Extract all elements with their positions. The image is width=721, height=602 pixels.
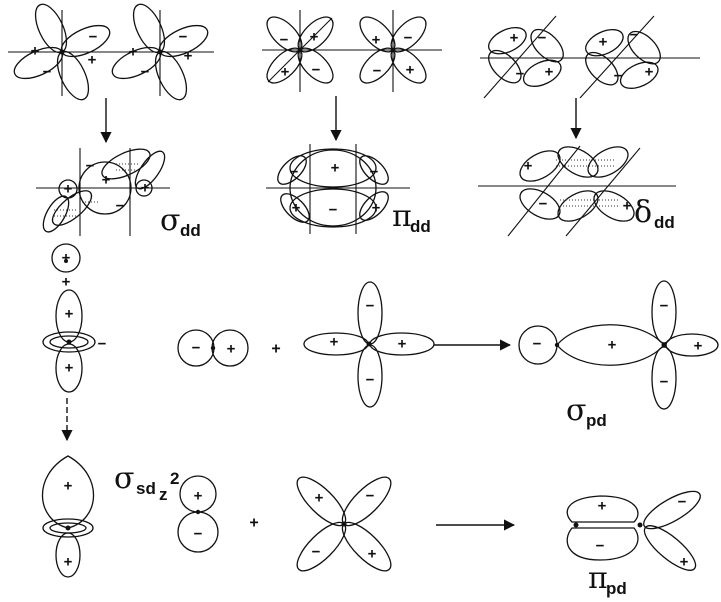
sign-plus: +: [372, 200, 381, 217]
label-sigma-sdz2-sub: sd: [136, 479, 156, 498]
sign-minus: −: [404, 30, 413, 47]
sign-minus: −: [660, 298, 669, 315]
sigma-dd-components: + − + − + − + −: [8, 3, 214, 101]
label-sigma-pd: σ: [566, 393, 586, 428]
plus-operator: +: [271, 341, 280, 358]
label-pi-pd: π: [588, 561, 608, 596]
sign-minus: −: [89, 29, 98, 46]
sign-plus: +: [102, 172, 111, 189]
sign-plus: +: [184, 48, 193, 65]
sign-minus: −: [290, 164, 299, 181]
sign-plus: +: [315, 490, 324, 507]
sign-minus: −: [141, 64, 150, 81]
sign-plus: +: [524, 158, 533, 175]
label-delta-dd-sub: dd: [654, 213, 675, 232]
p-orbital-horizontal: − +: [177, 329, 249, 367]
label-sigma-dd-sub: dd: [180, 221, 201, 240]
sign-minus: −: [179, 29, 188, 46]
sign-plus: +: [510, 30, 519, 47]
sign-minus: −: [538, 30, 547, 47]
sigma-dd-bond: + + + − − σ dd: [36, 148, 201, 240]
sign-minus: −: [312, 62, 321, 79]
sign-plus: +: [398, 336, 407, 353]
sign-minus: −: [516, 66, 525, 83]
label-sigma-sdz2-sup: 2: [170, 469, 179, 488]
sign-plus: +: [599, 34, 608, 51]
sign-plus: +: [31, 43, 40, 60]
label-sigma-dd: σ: [160, 203, 180, 238]
label-delta-dd: δ: [634, 195, 652, 230]
label-pi-dd-sub: dd: [410, 217, 431, 236]
sign-minus: −: [194, 526, 203, 543]
s-orbital-small: + +: [51, 243, 81, 291]
sign-plus: +: [292, 200, 301, 217]
sign-minus: −: [533, 336, 542, 353]
sign-minus: −: [630, 27, 639, 44]
sign-plus: +: [64, 478, 73, 495]
sign-plus: +: [331, 160, 340, 177]
sign-minus: −: [614, 68, 623, 85]
delta-dd-bond: + − + δ dd: [478, 145, 676, 237]
sign-plus: +: [623, 198, 632, 215]
label-pi-dd: π: [392, 199, 412, 234]
sign-minus: −: [366, 372, 375, 389]
sign-minus: −: [366, 488, 375, 505]
label-sigma-sdz2: σ: [114, 461, 134, 496]
sign-plus: +: [64, 554, 73, 571]
sign-minus: −: [98, 336, 107, 353]
sign-plus: +: [65, 360, 74, 377]
sign-minus: −: [312, 544, 321, 561]
sign-plus: +: [194, 488, 203, 505]
sign-minus: −: [366, 298, 375, 315]
p-orbital-vertical: + −: [177, 475, 219, 553]
sign-plus: +: [645, 64, 654, 81]
sign-plus: +: [406, 62, 415, 79]
d-orbital-cross: − − + +: [303, 281, 435, 408]
d-orbital-diagonal: + − − +: [296, 476, 392, 572]
sign-plus: +: [62, 274, 71, 291]
sign-minus: −: [280, 32, 289, 49]
sign-plus: +: [64, 181, 73, 198]
sign-plus: +: [330, 334, 339, 351]
sign-minus: −: [678, 494, 687, 511]
sign-plus: +: [598, 498, 607, 515]
sign-plus: +: [680, 554, 689, 571]
sign-plus: +: [310, 29, 319, 46]
plus-operator: +: [249, 515, 258, 532]
label-pi-pd-sub: pd: [606, 579, 627, 598]
sign-plus: +: [545, 64, 554, 81]
sign-plus: +: [141, 180, 150, 197]
sigma-pd-bond: − + − − + σ pd: [518, 280, 719, 430]
sign-minus: −: [370, 164, 379, 181]
sign-plus: +: [608, 337, 617, 354]
sign-plus: +: [372, 32, 381, 49]
pi-dd-bond: + − − − + + π dd: [266, 144, 431, 236]
sign-minus: −: [116, 198, 125, 215]
dz2-orbital: + + −: [42, 289, 107, 393]
sign-plus: +: [65, 306, 74, 323]
sign-minus: −: [192, 340, 201, 357]
sign-plus: +: [227, 341, 236, 358]
sign-minus: −: [86, 158, 95, 175]
label-sigma-sdz2-z: z: [159, 485, 168, 504]
sign-minus: −: [373, 63, 382, 80]
sign-plus: +: [281, 64, 290, 81]
sign-minus: −: [539, 196, 548, 213]
delta-dd-components: + − − + + − − +: [480, 15, 700, 99]
label-sigma-pd-sub: pd: [586, 411, 607, 430]
sign-plus: +: [694, 338, 703, 355]
sign-minus: −: [596, 538, 605, 555]
sigma-sdz2-bond: + + σ sd z 2: [41, 455, 179, 578]
sign-minus: −: [43, 64, 52, 81]
pi-pd-bond: + − − + π pd: [566, 490, 701, 598]
sign-plus: +: [62, 250, 71, 267]
sign-minus: −: [660, 374, 669, 391]
sign-plus: +: [129, 44, 138, 61]
sign-minus: −: [329, 202, 338, 219]
sign-plus: +: [368, 546, 377, 563]
sign-plus: +: [88, 52, 97, 69]
pi-dd-components: − + + − + − − +: [262, 10, 442, 92]
